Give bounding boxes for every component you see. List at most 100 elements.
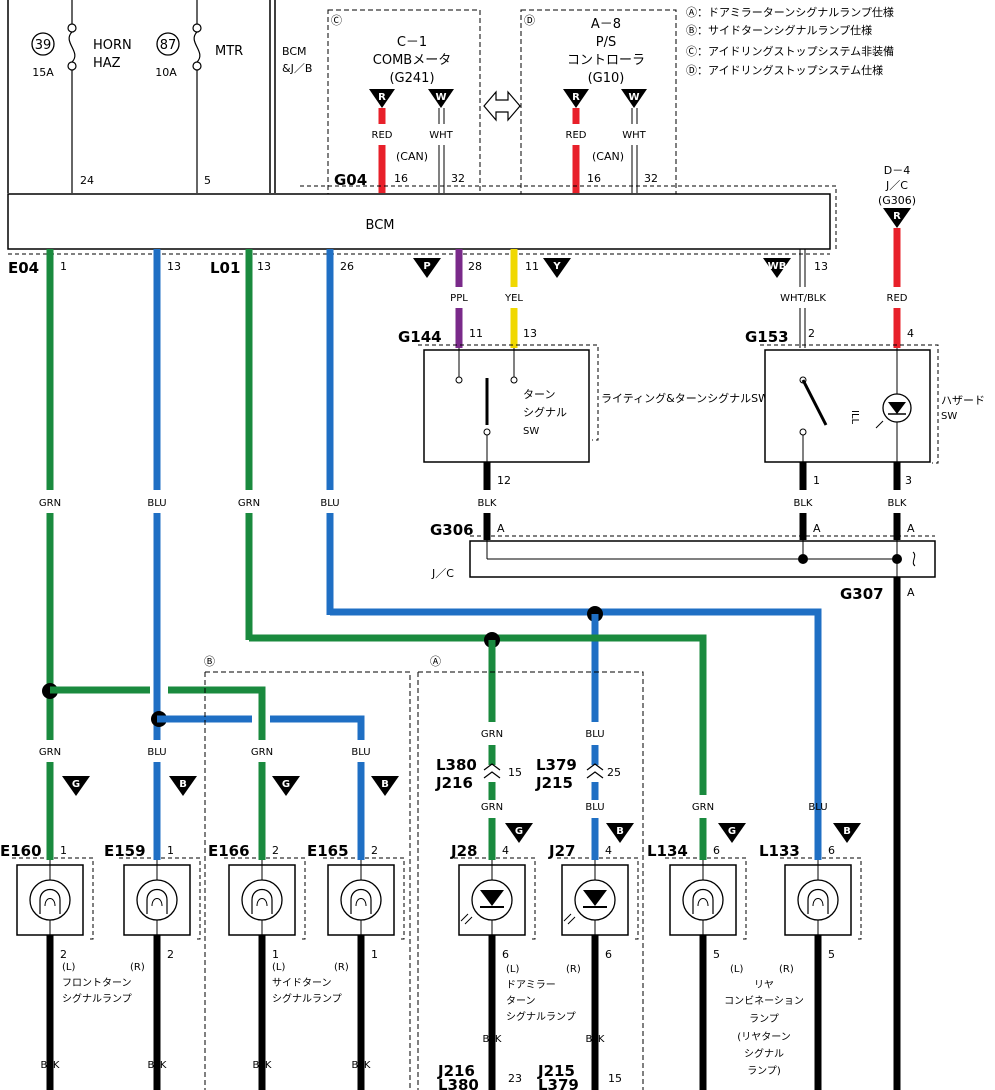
svg-text:B: B (381, 779, 389, 790)
svg-text:Ⓐ：ドアミラーターンシグナルランプ仕様: Ⓐ：ドアミラーターンシグナルランプ仕様 (686, 5, 894, 19)
svg-text:(L): (L) (272, 962, 285, 973)
svg-text:GRN: GRN (481, 802, 503, 813)
svg-text:R: R (572, 92, 580, 103)
bcm-box (7, 193, 831, 250)
svg-text:GRN: GRN (39, 747, 61, 758)
svg-text:GRN: GRN (481, 729, 503, 740)
svg-text:L01: L01 (210, 259, 240, 277)
bcm-jb-label-2: &J／B (282, 62, 312, 75)
lamp-names: (L) (R) フロントターン シグナルランプ (L) (R) サイドターン シ… (62, 962, 804, 1077)
svg-text:MTR: MTR (215, 44, 243, 59)
lamp-pin-in: 1 (167, 844, 174, 857)
svg-text:(G306): (G306) (878, 194, 916, 207)
svg-text:YEL: YEL (504, 293, 523, 304)
svg-text:BLU: BLU (320, 498, 339, 509)
hazard-switch: G153 2 4 ILL ハザード SW 1 BLK 3 BLK (745, 327, 985, 540)
svg-text:4: 4 (907, 327, 914, 340)
svg-text:GRN: GRN (39, 498, 61, 509)
svg-text:ライティング&ターンシグナルSW: ライティング&ターンシグナルSW (601, 391, 769, 405)
svg-text:10A: 10A (155, 66, 177, 79)
svg-text:BLK: BLK (41, 1060, 60, 1071)
svg-text:(G10): (G10) (588, 71, 625, 86)
svg-text:25: 25 (607, 766, 621, 779)
svg-text:BLK: BLK (478, 498, 497, 509)
svg-text:87: 87 (160, 38, 177, 53)
svg-text:11: 11 (525, 260, 539, 273)
lamp-pin-out: 6 (605, 948, 612, 961)
svg-text:E04: E04 (8, 259, 39, 277)
lamp-connector-label: L133 (759, 842, 800, 860)
lamp-connector-label: J28 (450, 842, 477, 860)
svg-text:BLU: BLU (147, 747, 166, 758)
lamp-pin-out: 5 (828, 948, 835, 961)
lamp-pin-in: 6 (828, 844, 835, 857)
svg-text:コントローラ: コントローラ (567, 53, 645, 68)
svg-text:コンビネーション: コンビネーション (724, 995, 804, 1007)
svg-text:32: 32 (644, 172, 658, 185)
svg-text:15: 15 (508, 766, 522, 779)
svg-text:P: P (423, 261, 430, 272)
svg-text:J216: J216 (437, 1062, 475, 1080)
svg-text:PPL: PPL (450, 293, 468, 304)
svg-text:L379: L379 (538, 1076, 579, 1090)
lamp-pin-in: 2 (272, 844, 279, 857)
svg-text:BLK: BLK (586, 1034, 605, 1045)
legend: Ⓐ：ドアミラーターンシグナルランプ仕様 Ⓑ：サイドターンシグナルランプ仕様 Ⓒ：… (686, 5, 894, 77)
ps-controller: Ⓓ A－8 P/S コントローラ (G10) R W RED WHT (CAN)… (520, 9, 677, 209)
svg-text:ハザード: ハザード (941, 394, 985, 407)
svg-text:HORN: HORN (93, 38, 132, 53)
svg-text:Ⓑ：サイドターンシグナルランプ仕様: Ⓑ：サイドターンシグナルランプ仕様 (686, 23, 872, 37)
svg-text:WHT: WHT (622, 130, 646, 141)
svg-text:3: 3 (905, 474, 912, 487)
svg-text:BLU: BLU (585, 802, 604, 813)
lower-wire-labels: GRN BLU GRN BLU GRN BLU GRN BLU GRN BLU (39, 729, 828, 813)
svg-text:A: A (907, 522, 915, 535)
svg-text:GRN: GRN (692, 802, 714, 813)
svg-text:Ⓓ：アイドリングストップシステム仕様: Ⓓ：アイドリングストップシステム仕様 (686, 63, 883, 77)
lamp-connector-label: E159 (104, 842, 146, 860)
lamp-pin-out: 6 (502, 948, 509, 961)
svg-text:1: 1 (813, 474, 820, 487)
svg-text:BLK: BLK (352, 1060, 371, 1071)
bcm-label: BCM (366, 218, 395, 233)
lamp-connector-label: L134 (647, 842, 688, 860)
lamp-pin-in: 2 (371, 844, 378, 857)
svg-text:26: 26 (340, 260, 354, 273)
svg-text:A: A (907, 586, 915, 599)
svg-text:Ⓒ: Ⓒ (331, 14, 342, 27)
conn-g04: G04 (334, 171, 367, 189)
lamp-pin-out: 1 (272, 948, 279, 961)
turn-signal-switch: G144 11 13 ターン シグナル SW ライティング&ターンシグナルSW … (398, 327, 769, 540)
svg-text:L380: L380 (438, 1076, 479, 1090)
svg-text:ターン: ターン (523, 388, 555, 401)
svg-text:G153: G153 (745, 328, 789, 346)
svg-text:11: 11 (469, 327, 483, 340)
fuse-87: 87 10A MTR 5 (155, 0, 243, 193)
svg-text:フロントターン: フロントターン (62, 977, 132, 989)
svg-text:ターン: ターン (506, 995, 536, 1007)
svg-text:G: G (728, 826, 736, 837)
svg-text:A: A (813, 522, 821, 535)
svg-text:1: 1 (60, 260, 67, 273)
svg-text:R: R (893, 211, 901, 222)
lamp-pin-in: 4 (605, 844, 612, 857)
svg-text:WHT: WHT (429, 130, 453, 141)
svg-text:BLU: BLU (585, 729, 604, 740)
svg-text:(R): (R) (130, 962, 145, 973)
svg-text:D－4: D－4 (884, 164, 910, 177)
svg-text:(リヤターン: (リヤターン (737, 1031, 790, 1043)
svg-text:Y: Y (552, 261, 561, 272)
bcm-jb-label-1: BCM (282, 45, 307, 58)
svg-text:G: G (282, 779, 290, 790)
region-a-mark: Ⓐ (430, 655, 441, 668)
svg-text:BLU: BLU (147, 498, 166, 509)
svg-text:COMBメータ: COMBメータ (373, 53, 451, 68)
svg-text:(R): (R) (779, 964, 794, 975)
lamp-connector-label: E160 (0, 842, 42, 860)
lamp-pin-out: 1 (371, 948, 378, 961)
svg-text:J／C: J／C (431, 567, 454, 580)
svg-text:(R): (R) (334, 962, 349, 973)
